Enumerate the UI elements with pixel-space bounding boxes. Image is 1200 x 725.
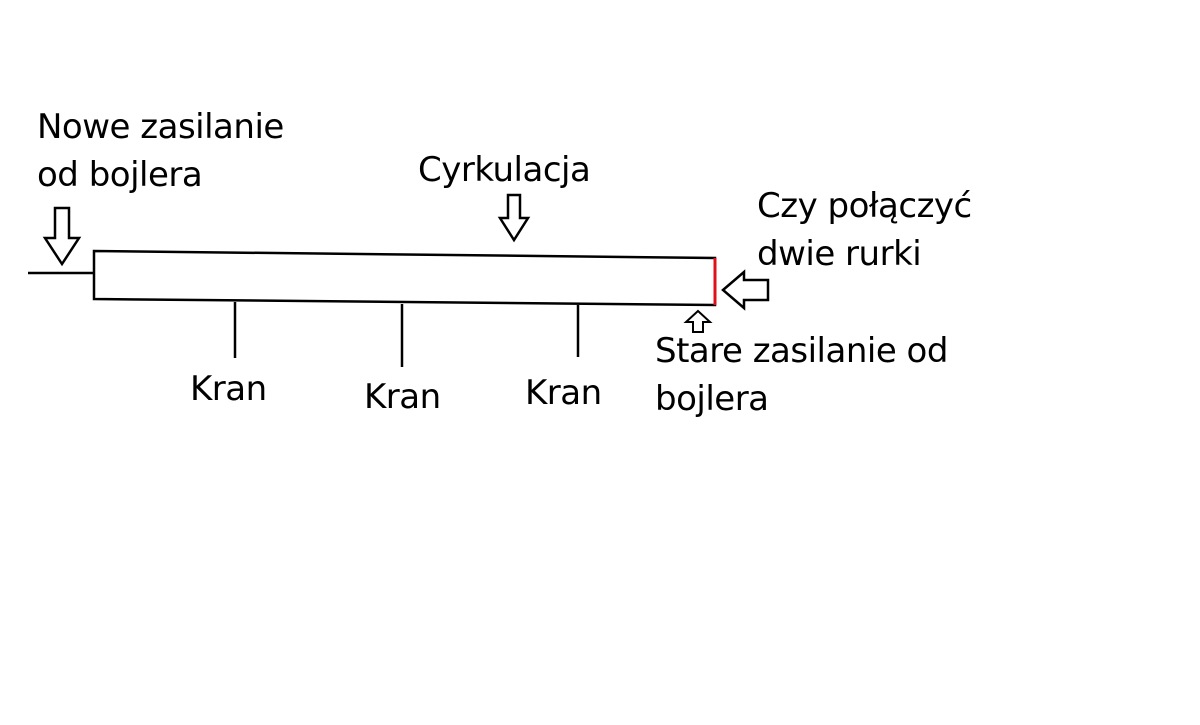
- question-line-2: dwie rurki: [757, 234, 922, 274]
- down-arrow-icon: [42, 206, 82, 267]
- question-label: Czy połączyć dwie rurki: [757, 182, 972, 278]
- main-pipe: [92, 249, 717, 307]
- circulation-label: Cyrkulacja: [418, 150, 591, 190]
- old-supply-label: Stare zasilanie od bojlera: [655, 327, 948, 423]
- tap-label-1: Kran: [190, 369, 267, 409]
- up-arrow-icon: [683, 309, 713, 333]
- question-line-1: Czy połączyć: [757, 186, 972, 226]
- new-supply-line-1: Nowe zasilanie: [37, 107, 284, 147]
- left-arrow-icon: [721, 269, 770, 311]
- old-supply-line-1: Stare zasilanie od: [655, 331, 948, 371]
- new-supply-label: Nowe zasilanie od bojlera: [37, 103, 284, 199]
- down-arrow-icon: [497, 193, 531, 243]
- new-supply-line-2: od bojlera: [37, 155, 203, 195]
- tap-label-3: Kran: [525, 373, 602, 413]
- old-supply-line-2: bojlera: [655, 379, 769, 419]
- tap-label-2: Kran: [364, 377, 441, 417]
